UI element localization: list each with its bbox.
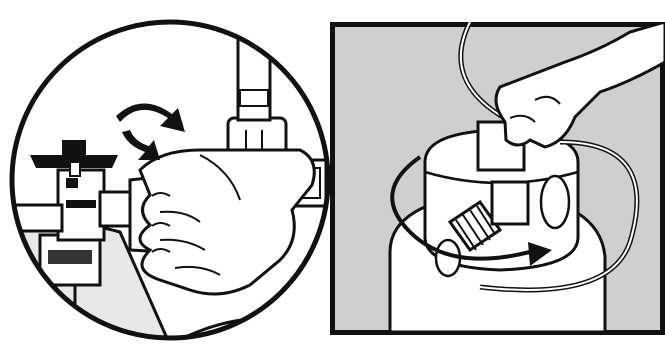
magnified-valve-detail (0, 0, 335, 345)
tank-connection-drawing (330, 22, 665, 335)
tank-connection-view (330, 22, 665, 335)
valve-detail-drawing (0, 0, 335, 345)
